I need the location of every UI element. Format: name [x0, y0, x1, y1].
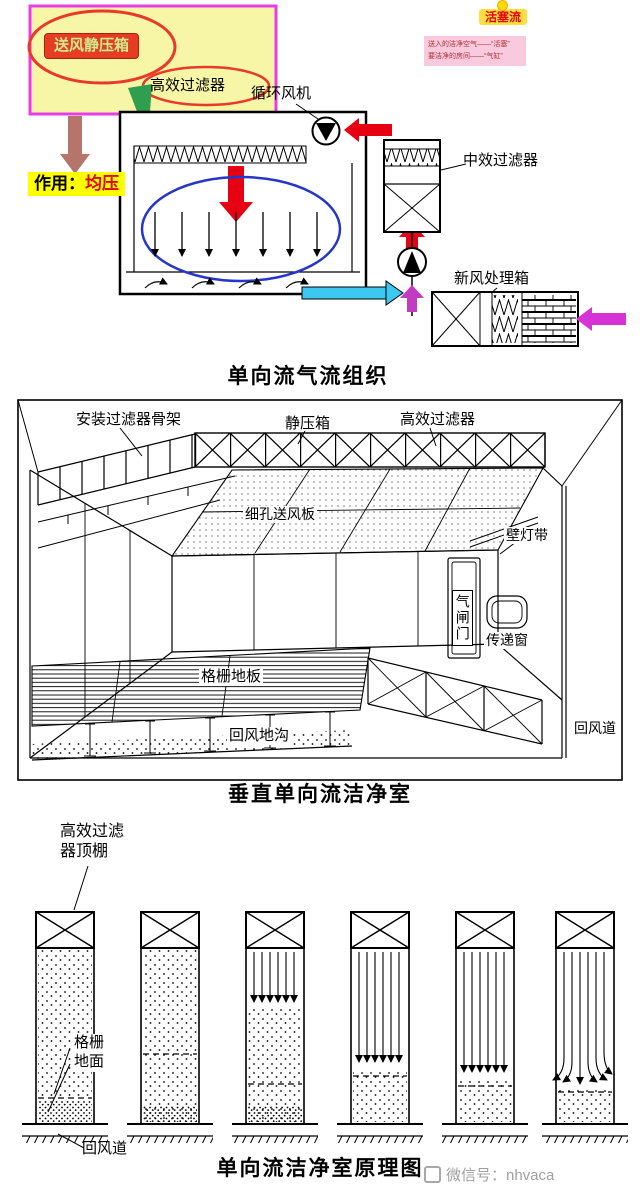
- plenum-label: 静压箱: [285, 415, 331, 432]
- downflow-arrows: [151, 212, 321, 257]
- function-value: 均压: [85, 174, 119, 193]
- hepa-filter-label: 高效过滤器: [400, 411, 476, 428]
- circulation-fan-symbol: [295, 103, 341, 146]
- piston-flow-badge: 活塞流: [479, 9, 528, 26]
- hepa-ceiling-label: 高效过滤 器顶棚: [60, 822, 124, 862]
- supply-plenum-label: 送风静压箱: [44, 33, 140, 59]
- grille-ground-line2: 地面: [74, 1052, 105, 1070]
- principle-columns: [22, 865, 628, 1149]
- grille-ground-line1: 格栅: [74, 1034, 105, 1051]
- mid-filter-unit: [383, 139, 467, 233]
- function-prefix: 作用：: [34, 174, 85, 193]
- watermark-text: 微信号：nhvaca: [446, 1167, 555, 1184]
- fresh-air-inlet-arrow: [576, 307, 626, 331]
- bottom-diagram-title: 单向流洁净室原理图: [216, 1157, 424, 1180]
- return-air-arrow: [301, 280, 404, 306]
- function-label: 作用：均压: [28, 172, 125, 197]
- wechat-icon: [424, 1166, 441, 1183]
- return-duct-label-bottom: 回风道: [82, 1140, 128, 1157]
- piston-note-line1: 送入的洁净空气——“活塞”: [428, 41, 510, 48]
- floor-return-arrows: [144, 277, 309, 289]
- fresh-air-unit-label: 新风处理箱: [454, 270, 530, 287]
- fresh-air-unit: [431, 287, 579, 347]
- return-trench-label: 回风地沟: [227, 727, 292, 745]
- watermark: 微信号：nhvaca: [424, 1164, 554, 1185]
- piston-note: 送入的洁净空气——“活塞” 要洁净的房间——“气缸”: [424, 36, 526, 66]
- cleanroom-drawing: [17, 399, 623, 781]
- mid-filter-label: 中效过滤器: [463, 152, 539, 169]
- circulation-fan-label: 循环风机: [251, 85, 312, 102]
- middle-diagram-title: 垂直单向流洁净室: [228, 783, 412, 806]
- grille-ground-label: 格栅 地面: [72, 1034, 107, 1072]
- mixed-air-arrow: [400, 285, 424, 312]
- pressure-equalize-arrow: [60, 116, 90, 174]
- hepa-filter-callout-label: 高效过滤器: [150, 77, 226, 94]
- piston-note-line2: 要洁净的房间——“气缸”: [428, 52, 503, 60]
- wall-light-label: 壁灯带: [504, 527, 550, 544]
- hepa-ceiling-line1: 高效过滤: [60, 823, 125, 840]
- hepa-ceiling-line2: 器顶棚: [60, 843, 109, 860]
- return-duct-label-mid: 回风道: [572, 720, 618, 737]
- air-lock-door-label: 气闸门: [452, 590, 473, 646]
- filter-frame-label: 安装过滤器骨架: [76, 411, 182, 428]
- top-diagram-title: 单向流气流组织: [227, 365, 389, 388]
- transfer-window-label: 传递窗: [484, 632, 530, 649]
- uniform-flow-ellipse: [140, 175, 342, 283]
- badge-dot-icon: [497, 0, 508, 11]
- grille-floor-label: 格栅地板: [199, 668, 264, 686]
- perforated-plate-label: 细孔送风板: [243, 506, 317, 523]
- supply-plenum-callout: [27, 4, 278, 140]
